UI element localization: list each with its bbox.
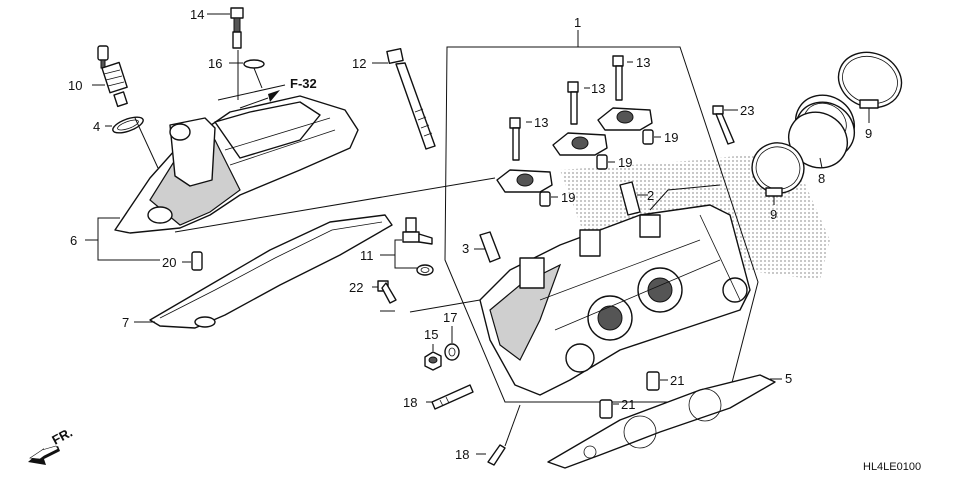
callout-1: 1 [574, 15, 581, 30]
callout-21-b: 21 [621, 397, 635, 412]
head-cover-gasket [149, 214, 393, 329]
callout-8: 8 [818, 171, 825, 186]
sealing-washer [444, 343, 460, 361]
callout-17: 17 [443, 310, 457, 325]
callout-2: 2 [647, 188, 654, 203]
flange-bolt-23 [712, 105, 735, 145]
stud-bolt-lower [487, 444, 506, 466]
callout-9-lower: 9 [770, 207, 777, 222]
callout-13-middle: 13 [591, 81, 605, 96]
holder-bolt-right [612, 55, 624, 101]
callout-18-lower: 18 [455, 447, 469, 462]
intake-insulator [788, 94, 855, 169]
holder-bolt-middle [567, 81, 579, 125]
reference-label: F-32 [290, 76, 317, 91]
spark-plug [97, 45, 128, 108]
callout-20: 20 [162, 255, 176, 270]
spark-plug-seal [112, 116, 144, 134]
front-arrow [28, 445, 60, 465]
cam-holder-middle [552, 132, 608, 156]
dowel-19-a [539, 191, 551, 207]
cam-holder-left [496, 169, 553, 193]
callout-15: 15 [424, 327, 438, 342]
dowel-pin [191, 251, 203, 271]
callout-5: 5 [785, 371, 792, 386]
sealing-bolt [424, 351, 442, 371]
cylinder-head [479, 204, 751, 396]
callout-13-left: 13 [534, 115, 548, 130]
callout-16: 16 [208, 56, 222, 71]
hose-clamp-upper [837, 51, 903, 109]
callout-9-upper: 9 [865, 126, 872, 141]
callout-10: 10 [68, 78, 82, 93]
callout-12: 12 [352, 56, 366, 71]
cylinder-head-gasket [547, 374, 776, 469]
sleeve-2 [619, 181, 641, 216]
dowel-21-b [599, 399, 613, 419]
callout-21-a: 21 [670, 373, 684, 388]
cover-washer [243, 59, 265, 69]
temperature-sensor [402, 217, 433, 245]
callout-19-a: 19 [561, 190, 575, 205]
dowel-19-b [596, 154, 608, 170]
dowel-21-a [646, 371, 660, 391]
callout-11: 11 [360, 248, 374, 263]
stud-bolt-upper [431, 384, 474, 410]
callout-19-b: 19 [618, 155, 632, 170]
diagram-code: HL4LE0100 [863, 461, 921, 473]
cylinder-head-cover [114, 95, 359, 234]
callout-13-right: 13 [636, 55, 650, 70]
holder-bolt-left [509, 117, 521, 161]
dowel-19-c [642, 129, 654, 145]
callout-23: 23 [740, 103, 754, 118]
tube-3 [479, 231, 501, 263]
callout-3: 3 [462, 241, 469, 256]
callout-18-upper: 18 [403, 395, 417, 410]
hose-clamp-lower [751, 142, 805, 197]
flange-bolt-22 [377, 280, 397, 304]
cam-holder-right [597, 107, 653, 131]
callout-19-c: 19 [664, 130, 678, 145]
cover-bolt [230, 7, 244, 49]
callout-22: 22 [349, 280, 363, 295]
front-label: FR. [49, 425, 75, 448]
callout-14: 14 [190, 7, 204, 22]
callout-4: 4 [93, 119, 100, 134]
sensor-washer [416, 264, 434, 276]
callout-6: 6 [70, 233, 77, 248]
callout-7: 7 [122, 315, 129, 330]
long-bolt [386, 47, 436, 150]
